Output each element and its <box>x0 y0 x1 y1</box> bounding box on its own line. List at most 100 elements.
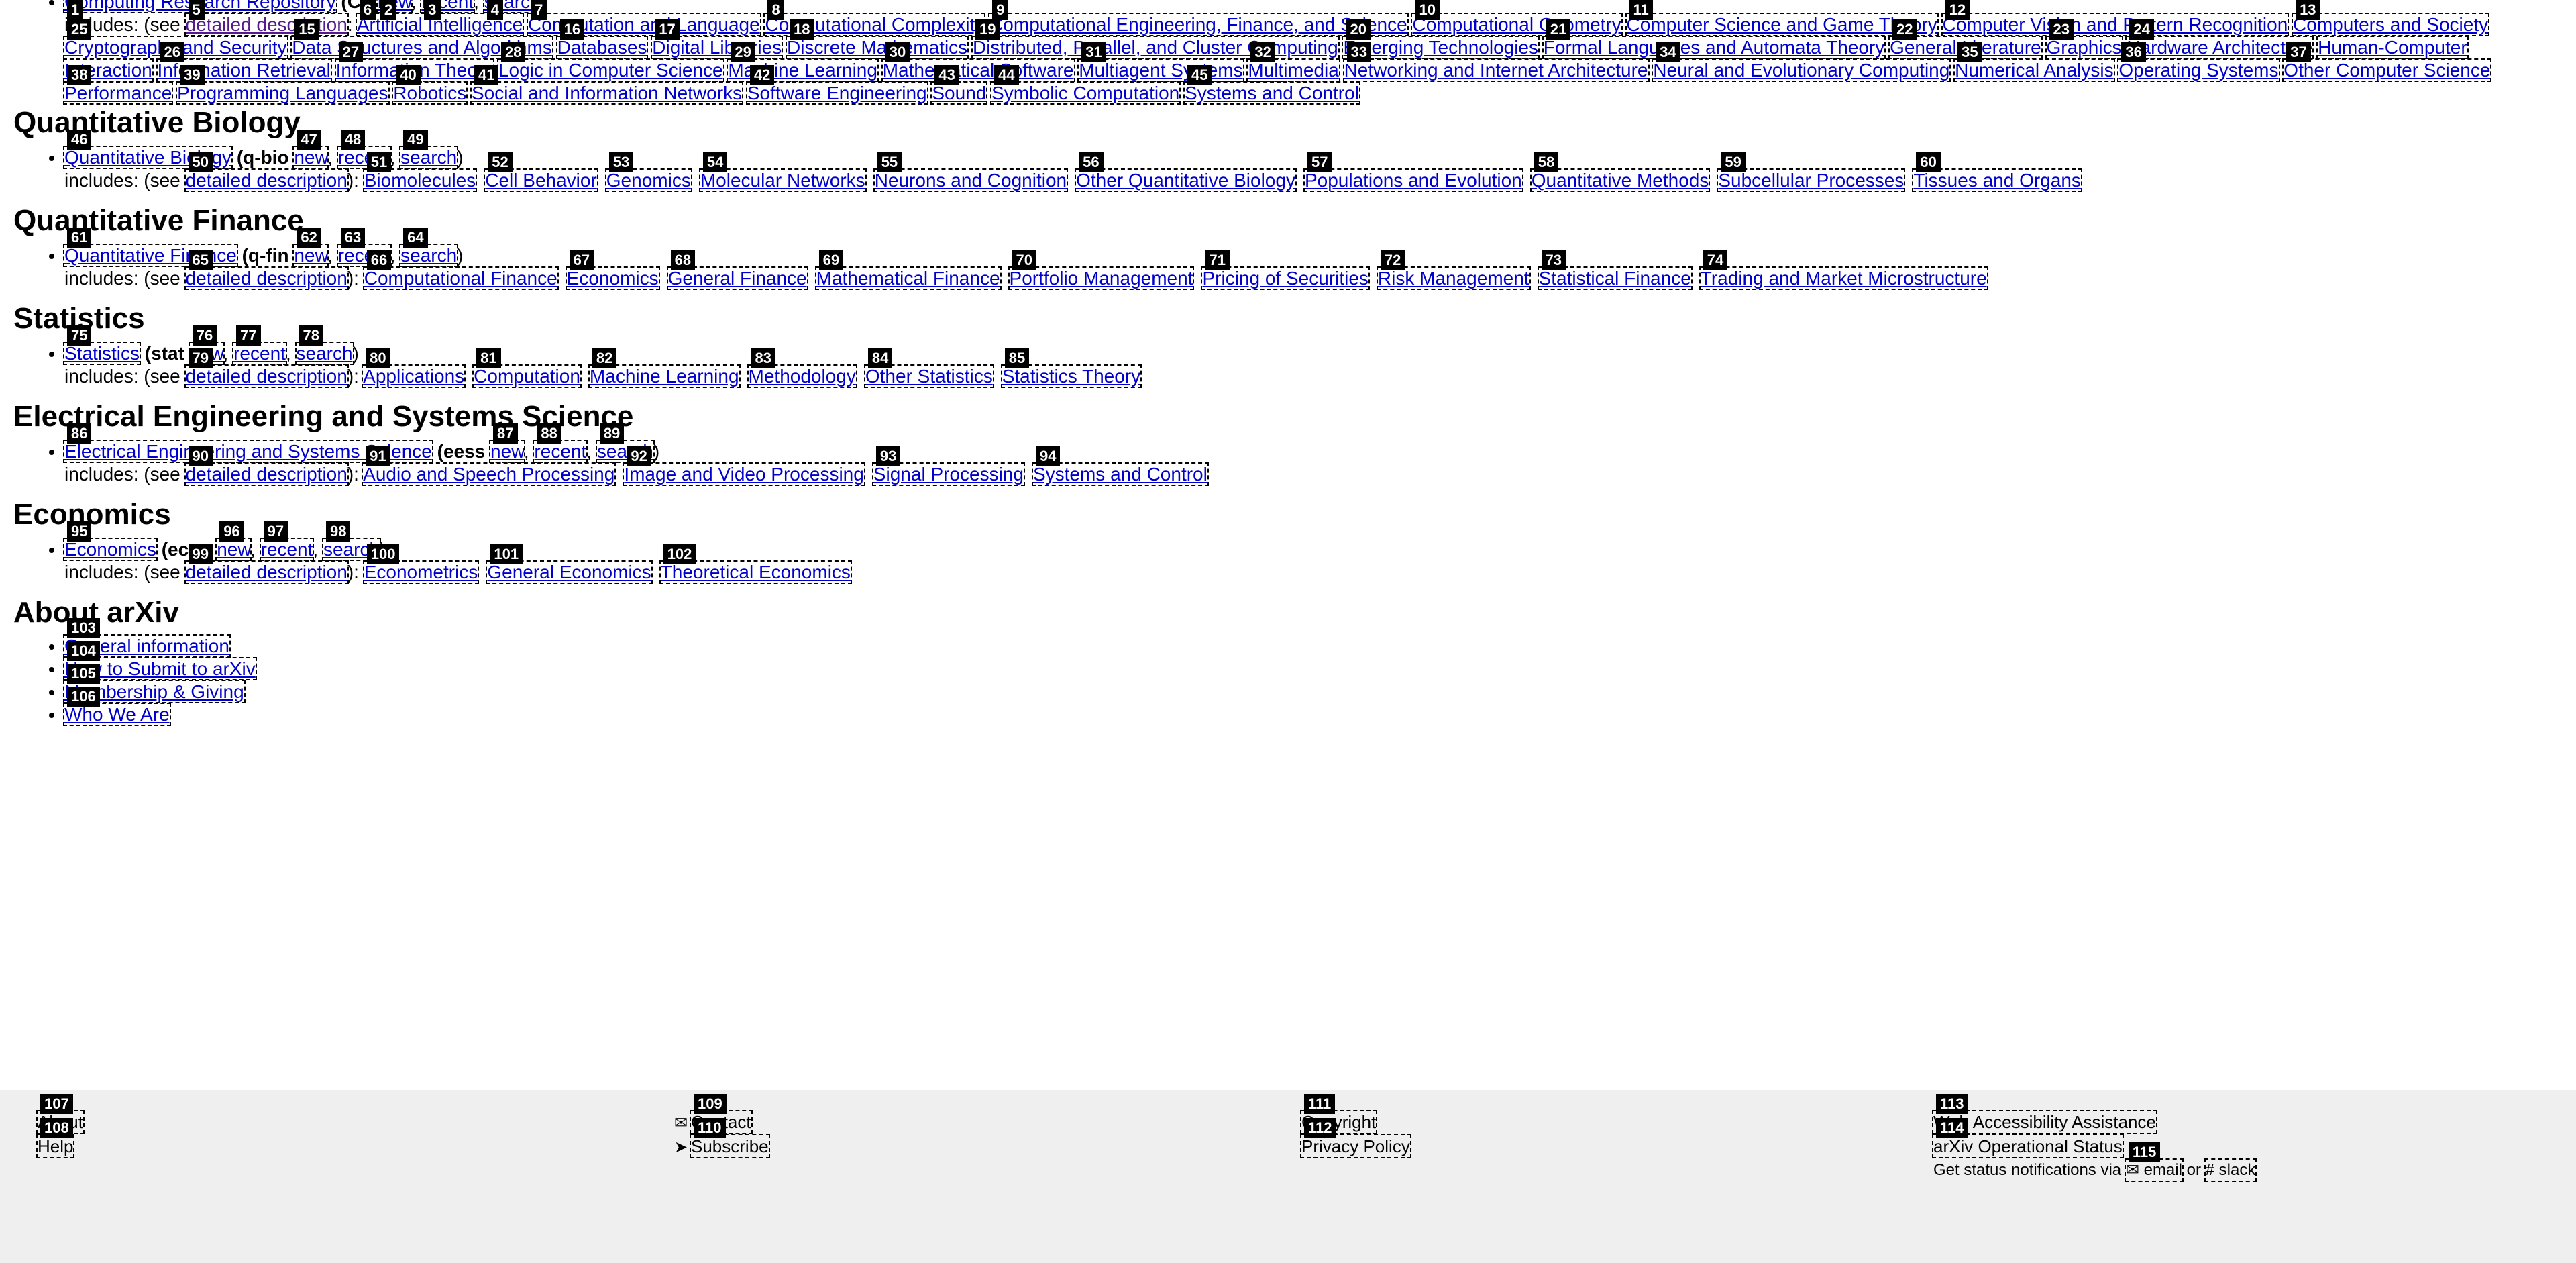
archive-new-link[interactable]: new <box>292 146 329 169</box>
cs-subcat-link[interactable]: Discrete Mathematics <box>785 36 969 59</box>
cs-subcat-link[interactable]: Computer Science and Game Theory <box>1625 13 1939 36</box>
subcategory-link[interactable]: General Finance <box>666 266 808 290</box>
archive-main-link[interactable]: Statistics <box>62 342 142 365</box>
archive-recent-link[interactable]: recent <box>533 440 588 463</box>
subcategory-link[interactable]: Molecular Networks <box>698 168 867 192</box>
cs-subcat-link[interactable]: Graphics <box>2045 36 2123 59</box>
subcategory-link[interactable]: Systems and Control <box>1031 462 1209 486</box>
detailed-description-link[interactable]: detailed description <box>184 462 349 486</box>
cs-subcat-link[interactable]: Operating Systems <box>2117 58 2280 82</box>
subcategory-link[interactable]: Trading and Market Microstructure <box>1699 266 1988 290</box>
email-label: email <box>2143 1161 2182 1179</box>
subcategory-link[interactable]: Methodology <box>747 364 857 388</box>
subcategory-link[interactable]: General Economics <box>486 560 653 584</box>
cs-subcat-link[interactable]: Numerical Analysis <box>1953 58 2115 82</box>
subcategory-link[interactable]: Quantitative Methods <box>1529 168 1711 192</box>
subcategory-link[interactable]: Biomolecules <box>362 168 478 192</box>
cs-subcat-link[interactable]: Robotics <box>392 81 468 105</box>
element-index-badge: 83 <box>751 348 775 368</box>
cs-subcat-link[interactable]: Software Engineering <box>745 81 928 105</box>
subcategory-link[interactable]: Economics <box>565 266 660 290</box>
about-heading: About arXiv <box>13 596 179 629</box>
archive-new-link[interactable]: new <box>215 538 252 561</box>
cs-subcat-link[interactable]: Networking and Internet Architecture <box>1342 58 1650 82</box>
cs-subcat-link[interactable]: Programming Languages <box>176 81 390 105</box>
subcategory-link[interactable]: Machine Learning <box>588 364 741 388</box>
archive-new-link[interactable]: new <box>292 244 329 267</box>
subcategory-link[interactable]: Statistical Finance <box>1537 266 1693 290</box>
about-link[interactable]: Who We Are <box>63 703 171 726</box>
subcategory-link[interactable]: Computational Finance <box>362 266 559 290</box>
cs-subcat-link[interactable]: Human-Computer Interaction <box>63 36 2469 82</box>
cs-subcat-link[interactable]: Computers and Society <box>2292 13 2490 36</box>
cs-subcat-link[interactable]: Neural and Evolutionary Computing <box>1652 58 1951 82</box>
subcategory-link[interactable]: Econometrics <box>362 560 480 584</box>
cs-subcat-link[interactable]: Computational Engineering, Finance, and … <box>988 13 1409 36</box>
subcategory-link[interactable]: Tissues and Organs <box>1912 168 2082 192</box>
cs-subcat-link[interactable]: Emerging Technologies <box>1342 36 1540 59</box>
archive-recent-link[interactable]: recent <box>232 342 287 365</box>
cs-subcat-link[interactable]: Other Computer Science <box>2282 58 2492 82</box>
element-index-badge: 98 <box>325 521 351 542</box>
cs-subcat-link[interactable]: Computational Geometry <box>1411 13 1623 36</box>
subcategory-link[interactable]: Genomics <box>604 168 692 192</box>
cs-subcat-link[interactable]: Formal Languages and Automata Theory <box>1542 36 1886 59</box>
subcategory-link[interactable]: Statistics Theory <box>1000 364 1142 388</box>
subcategory-link[interactable]: Theoretical Economics <box>659 560 852 584</box>
subcategory-link[interactable]: Mathematical Finance <box>814 266 1002 290</box>
subcategory-link[interactable]: Risk Management <box>1376 266 1531 290</box>
archive-new-link[interactable]: new <box>489 440 525 463</box>
cs-subcat-link[interactable]: Computer Vision and Pattern Recognition <box>1941 13 2290 36</box>
element-index-badge: 33 <box>1346 42 1372 62</box>
footer-slack-link[interactable]: # slack <box>2204 1158 2257 1182</box>
cs-subcat-link[interactable]: Databases <box>555 36 649 59</box>
cs-subcat-link[interactable]: Mathematical Software <box>881 58 1075 82</box>
archive-recent-link[interactable]: recent <box>259 538 315 561</box>
detailed-description-link[interactable]: detailed description <box>184 560 349 584</box>
footer-email-link[interactable]: ✉ email <box>2124 1158 2184 1182</box>
cs-subcat-link[interactable]: Social and Information Networks <box>470 81 744 105</box>
archive-search-link[interactable]: search <box>294 342 354 365</box>
detailed-description-link[interactable]: detailed description <box>184 168 349 192</box>
subcategory-link[interactable]: Image and Video Processing <box>623 462 865 486</box>
cs-subcat-link[interactable]: Performance <box>62 81 174 105</box>
element-index-badge: 103 <box>67 618 100 638</box>
subcategory-link[interactable]: Signal Processing <box>871 462 1025 486</box>
cs-subcat-link[interactable]: Digital Libraries <box>651 36 784 59</box>
subcategory-link[interactable]: Populations and Evolution <box>1303 168 1523 192</box>
subcategory-link[interactable]: Computation <box>472 364 582 388</box>
footer-status-link[interactable]: arXiv Operational Status <box>1932 1134 2124 1158</box>
footer-privacy-link[interactable]: Privacy Policy <box>1300 1134 1411 1158</box>
archive-main-link[interactable]: Economics <box>63 538 158 561</box>
cs-subcat-link[interactable]: Multimedia <box>1246 58 1340 82</box>
cs-subcat-link[interactable]: Symbolic Computation <box>990 81 1181 105</box>
cs-subcat-link[interactable]: Systems and Control <box>1183 81 1360 105</box>
subcategory-link[interactable]: Subcellular Processes <box>1717 168 1906 192</box>
detailed-description-link[interactable]: detailed description <box>184 266 349 290</box>
cs-subcat-link[interactable]: Sound <box>930 81 988 105</box>
subcategory-link[interactable]: Pricing of Securities <box>1201 266 1370 290</box>
footer-help-link[interactable]: Help <box>36 1134 75 1158</box>
element-index-badge: 61 <box>67 228 92 248</box>
subcategory-link[interactable]: Cell Behavior <box>484 168 598 192</box>
element-index-badge: 53 <box>608 152 634 172</box>
element-index-badge: 31 <box>1081 42 1106 62</box>
subcategory-link[interactable]: Other Quantitative Biology <box>1075 168 1297 192</box>
cs-subcat-link[interactable]: Distributed, Parallel, and Cluster Compu… <box>971 36 1340 59</box>
subcategory-link[interactable]: Other Statistics <box>863 364 994 388</box>
footer-accessibility-link[interactable]: Web Accessibility Assistance <box>1932 1110 2157 1134</box>
archive-search-link[interactable]: search <box>399 146 459 169</box>
subcategory-link[interactable]: Neurons and Cognition <box>873 168 1069 192</box>
cs-subcat-link[interactable]: Logic in Computer Science <box>496 58 724 82</box>
cs-detailed-link[interactable]: detailed description <box>184 13 349 36</box>
element-index-badge: 36 <box>2121 42 2146 62</box>
includes-label: includes: (see <box>64 170 186 191</box>
cs-subcat-link[interactable]: Hardware Architecture <box>2125 36 2314 59</box>
footer-subscribe-link[interactable]: Subscribe <box>690 1134 770 1158</box>
subcategory-link[interactable]: Portfolio Management <box>1008 266 1195 290</box>
cs-subcat-link[interactable]: Multiagent Systems <box>1077 58 1244 82</box>
archive-search-link[interactable]: search <box>399 244 459 267</box>
subcategory-link[interactable]: Audio and Speech Processing <box>362 462 616 486</box>
detailed-description-link[interactable]: detailed description <box>184 364 349 388</box>
subcategory-link[interactable]: Applications <box>362 364 466 388</box>
